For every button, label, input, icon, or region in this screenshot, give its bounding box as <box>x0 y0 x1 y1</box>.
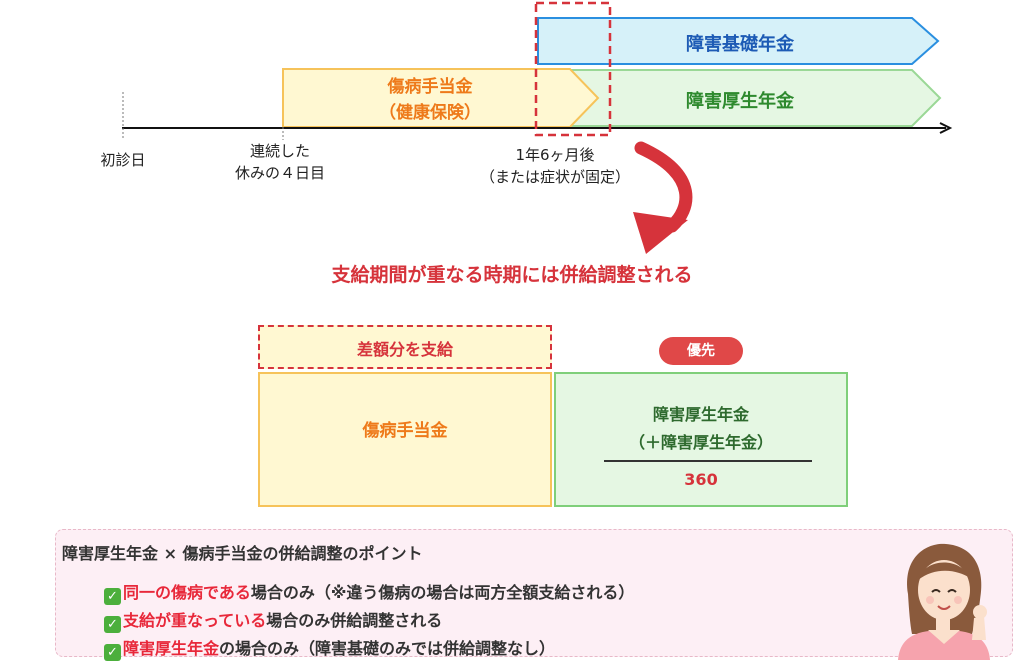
absence-label: 連続した 休みの４日目 <box>205 140 355 184</box>
after-label: 1年6ヶ月後 （または症状が固定） <box>445 144 665 188</box>
point-highlight: 同一の傷病である <box>123 583 251 602</box>
sickness-allowance-label: 傷病手当金 （健康保険） <box>330 74 530 126</box>
overlap-highlight <box>534 1 612 137</box>
difference-label: 差額分を支給 <box>356 340 453 359</box>
left-box-label: 傷病手当金 <box>362 421 448 441</box>
right-box-label: 障害厚生年金 （＋障害厚生年金） <box>554 401 848 457</box>
timeline-arrowhead <box>939 122 953 134</box>
check-icon: ✓ <box>104 616 121 633</box>
difference-box <box>258 325 552 369</box>
fraction-line <box>604 460 812 462</box>
basic-pension-arrow <box>537 17 940 65</box>
check-icon: ✓ <box>104 588 121 605</box>
employee-pension-box <box>554 372 848 507</box>
sickness-allowance-line2: （健康保険） <box>379 103 481 123</box>
points-title: 障害厚生年金 × 傷病手当金の併給調整のポイント <box>62 544 423 563</box>
basic-pension-label: 障害基礎年金 <box>686 34 794 55</box>
point-highlight: 障害厚生年金 <box>123 639 220 658</box>
point-text: の場合のみ（障害基礎のみでは併給調整なし） <box>219 639 556 658</box>
after-line1: 1年6ヶ月後 <box>515 146 595 164</box>
woman-illustration <box>898 543 990 660</box>
point-item-2: ✓支給が重なっている場合のみ併給調整される <box>104 607 442 633</box>
after-line2: （または症状が固定） <box>479 168 630 186</box>
check-icon: ✓ <box>104 644 121 661</box>
denominator: 360 <box>684 470 718 489</box>
sickness-allowance-box <box>258 372 552 507</box>
point-item-1: ✓同一の傷病である場合のみ（※違う傷病の場合は両方全額支給される） <box>104 579 634 605</box>
point-highlight: 支給が重なっている <box>123 611 267 630</box>
absence-line1: 連続した <box>249 142 310 160</box>
right-line1: 障害厚生年金 <box>652 405 749 424</box>
employee-pension-label: 障害厚生年金 <box>686 91 794 112</box>
point-item-3: ✓障害厚生年金の場合のみ（障害基礎のみでは併給調整なし） <box>104 635 555 661</box>
absence-line2: 休みの４日目 <box>234 164 325 182</box>
priority-badge: 優先 <box>659 337 743 365</box>
points-box <box>55 529 1013 657</box>
point-text: 場合のみ併給調整される <box>266 611 443 630</box>
right-line2: （＋障害厚生年金） <box>628 433 773 452</box>
curved-red-arrowhead <box>633 212 688 254</box>
first-visit-label: 初診日 <box>100 151 146 169</box>
sickness-allowance-line1: 傷病手当金 <box>387 77 473 97</box>
sickness-allowance-arrow <box>282 68 600 128</box>
adjustment-note: 支給期間が重なる時期には併給調整される <box>331 264 693 286</box>
point-text: 場合のみ（※違う傷病の場合は両方全額支給される） <box>250 583 635 602</box>
